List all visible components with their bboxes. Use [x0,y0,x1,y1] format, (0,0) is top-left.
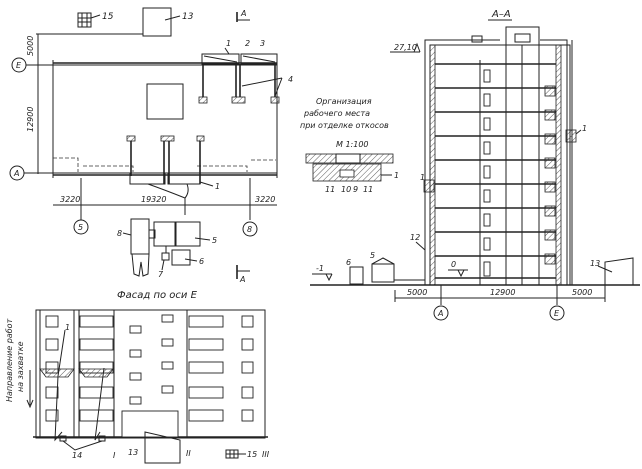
svg-text:1: 1 [582,124,587,133]
facade-box-13 [144,431,181,464]
left-cradle [423,179,435,193]
svg-text:12: 12 [410,233,420,242]
elevation-zero: 0 [448,260,468,278]
workplace-title-3: при отделке откосов [300,121,389,130]
svg-text:А: А [240,9,246,18]
axis-5-marker: 5 [78,223,83,232]
zone-i: I [113,451,116,460]
svg-text:13: 13 [590,259,600,268]
zone-ii: II [186,449,191,458]
svg-text:Е: Е [16,61,22,70]
direction-label-1: Направление работ [5,318,14,402]
tower-outline [146,83,184,120]
svg-text:11: 11 [325,185,335,194]
callout-13: 13 [182,12,194,22]
workplace-title-1: Организация [316,97,372,106]
facade-grid-icon [225,449,246,459]
top-cradles [198,53,280,104]
svg-text:1: 1 [420,173,425,182]
section-axis-e: Е [554,309,560,318]
svg-text:2: 2 [245,39,250,48]
right-cradle [565,129,577,143]
svg-text:6: 6 [346,258,351,267]
svg-text:4: 4 [288,75,293,84]
svg-text:0: 0 [451,260,456,269]
scale-label: М 1:100 [336,140,369,149]
svg-text:3220: 3220 [255,195,275,204]
svg-text:5: 5 [212,236,217,245]
facade-windows [45,314,254,438]
doors [483,69,491,277]
svg-text:7: 7 [158,270,164,279]
elevation-top: 27,10 [390,42,421,53]
svg-text:3220: 3220 [60,195,80,204]
balconies [544,85,556,265]
svg-text:15: 15 [247,450,257,459]
svg-text:13: 13 [128,448,138,457]
site-box [142,7,172,37]
section-a-a: А–А 27,10 [310,9,640,321]
svg-text:27,10: 27,10 [394,43,417,52]
svg-text:5000: 5000 [572,288,592,297]
equipment-group [130,218,201,277]
dim-12900: 12900 [26,107,35,132]
svg-text:1: 1 [215,182,220,191]
svg-text:А: А [13,169,19,178]
equipment-13 [604,257,634,285]
svg-text:5: 5 [370,251,375,260]
svg-text:А: А [239,275,245,284]
equipment-5 [371,263,395,283]
svg-text:9: 9 [353,185,358,194]
svg-text:5000: 5000 [407,288,427,297]
svg-text:1: 1 [394,171,399,180]
section-axis-a: А [437,309,443,318]
elevation-ground: -1 [312,264,333,282]
workplace-detail: Организация рабочего места при отделке о… [300,97,399,194]
svg-text:3: 3 [260,39,265,48]
facade-title: Фасад по оси Е [117,290,198,301]
svg-text:6: 6 [199,257,204,266]
grid-icon [77,12,101,28]
equipment-6 [349,266,364,285]
svg-text:12900: 12900 [490,288,515,297]
svg-text:14: 14 [72,451,82,460]
workplace-title-2: рабочего места [303,109,370,118]
callout-15: 15 [102,12,114,22]
axis-8-marker: 8 [247,225,252,234]
floor-slabs [435,63,556,279]
direction-label-2: на захватке [16,341,25,392]
facade-e: Фасад по оси Е Направление работ на захв… [5,290,270,464]
svg-text:1: 1 [226,39,231,48]
svg-text:-1: -1 [316,264,324,273]
section-mark-bottom: А [236,265,250,284]
svg-text:8: 8 [117,229,122,238]
svg-text:1: 1 [65,323,70,332]
site-plan: 15 13 А 5000 12900 Е А 1 [9,7,293,284]
section-mark-top: А [236,9,250,22]
facade-cradles [39,368,114,378]
svg-text:19320: 19320 [141,195,166,204]
zone-iii: III [262,450,270,459]
bottom-cradles [126,135,205,215]
dim-5000: 5000 [26,36,35,56]
svg-text:11: 11 [363,185,373,194]
section-title: А–А [491,9,511,20]
svg-text:10: 10 [341,185,351,194]
